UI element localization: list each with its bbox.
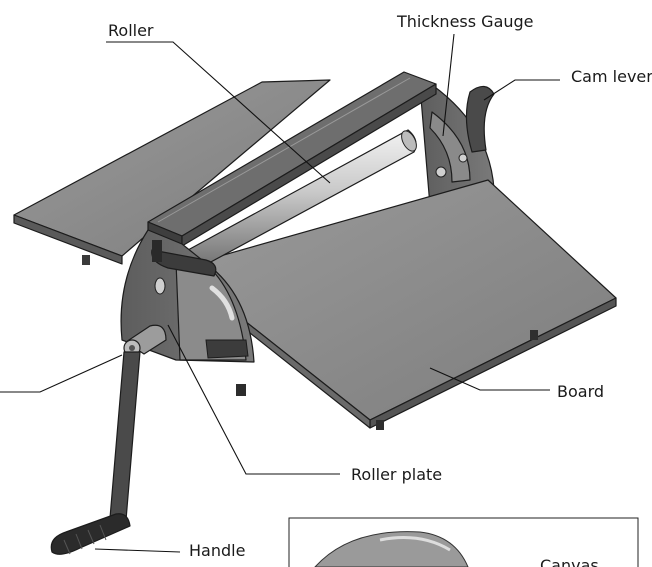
canvas-inset <box>288 517 639 567</box>
label-handle: Handle <box>189 541 245 560</box>
label-cam-lever: Cam lever <box>571 67 652 86</box>
label-roller-plate: Roller plate <box>351 465 442 484</box>
label-canvas: Canvas <box>540 556 599 567</box>
leader-lines <box>0 33 560 553</box>
cam-lever-right <box>465 85 495 153</box>
label-roller: Roller <box>108 21 154 40</box>
label-board: Board <box>557 382 604 401</box>
right-side-plate <box>419 79 496 213</box>
label-thickness-gauge: Thickness Gauge <box>396 12 534 31</box>
crank-handle <box>50 324 167 555</box>
back-board <box>13 79 331 265</box>
cam-lever-left <box>151 240 217 277</box>
top-bar <box>147 71 437 247</box>
